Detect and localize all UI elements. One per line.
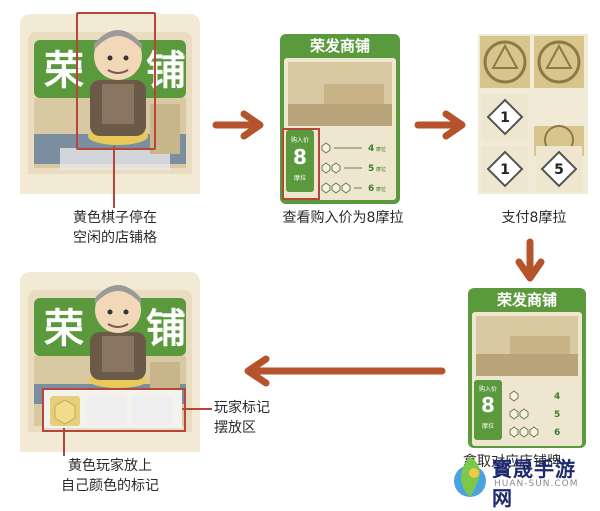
callout-connector [182, 408, 212, 410]
step1-connector [113, 146, 115, 208]
step4-caption: 拿取对应店铺牌 [463, 454, 561, 470]
row3-value: 6 [554, 428, 560, 438]
row2-value: 5 [554, 410, 560, 420]
watermark-url: HUAN-SUN.COM [494, 479, 579, 489]
watermark-logo-icon [454, 457, 486, 497]
coin-values: 1 1 5 [500, 110, 564, 178]
price-label-bottom: 摩拉 [294, 174, 306, 182]
watermark-name: 寳晟手游网 [492, 457, 576, 510]
card-title: 荣发商铺 [309, 37, 370, 55]
pawn-highlight-box [76, 12, 156, 150]
store-card-illustration [468, 288, 586, 448]
row1-unit: 摩拉 [376, 146, 386, 153]
price-label-top: 购入价 [479, 385, 497, 393]
row2-value: 5 [368, 164, 374, 174]
price-label-top: 购入价 [291, 136, 309, 144]
marker-zone-callout: 玩家标记 摆放区 [214, 400, 270, 436]
store-card-illustration [280, 34, 400, 204]
step5-caption: 黄色玩家放上 自己颜色的标记 [61, 458, 159, 494]
mora-coins-illustration [478, 34, 588, 194]
arrow-down-icon [515, 238, 545, 282]
row1-value: 4 [554, 392, 560, 402]
coin-left-value: 1 [500, 162, 510, 178]
step5-connector [63, 428, 65, 456]
arrow-right-icon [414, 110, 466, 140]
step5-tile: 荣 铺 [20, 272, 200, 452]
arrow-left-icon [244, 355, 446, 387]
price-label-bottom: 摩拉 [482, 422, 494, 430]
arrow-right-icon [212, 110, 264, 140]
marker-zone-highlight [42, 388, 186, 432]
row3-unit: 摩拉 [376, 186, 386, 193]
step3-coins: 1 1 5 [478, 34, 588, 194]
card-text-layer: 荣发商铺 购入价 8 摩拉 4 5 6 [479, 291, 560, 438]
price-value: 8 [293, 145, 307, 169]
step2-card: 荣发商铺 购入价 8 摩拉 4 5 6 摩拉 摩拉 摩拉 [280, 34, 400, 204]
price-value: 8 [481, 393, 495, 417]
card-text-layer: 荣发商铺 购入价 8 摩拉 4 5 6 摩拉 摩拉 摩拉 [291, 37, 386, 194]
step1-tile: 荣 铺 [20, 12, 200, 194]
step2-caption: 查看购入价为8摩拉 [282, 210, 404, 226]
step1-caption: 黄色棋子停在 空闲的店铺格 [73, 210, 157, 246]
yellow-pawn [88, 30, 148, 145]
big-title-left: 荣 [44, 306, 84, 352]
row2-unit: 摩拉 [376, 166, 386, 173]
yellow-pawn [88, 285, 148, 388]
card-title: 荣发商铺 [496, 291, 557, 309]
row1-value: 4 [368, 144, 374, 154]
price-highlight-box [282, 128, 320, 200]
watermark: 寳晟手游网 HUAN-SUN.COM [444, 449, 594, 510]
big-title-right: 铺 [146, 306, 186, 352]
coin-right-value: 5 [554, 162, 564, 178]
step4-card: 荣发商铺 购入价 8 摩拉 4 5 6 [468, 288, 586, 448]
coin-top-value: 1 [500, 110, 510, 126]
step3-caption: 支付8摩拉 [501, 210, 567, 226]
big-title-right: 铺 [146, 48, 186, 94]
row3-value: 6 [368, 184, 374, 194]
